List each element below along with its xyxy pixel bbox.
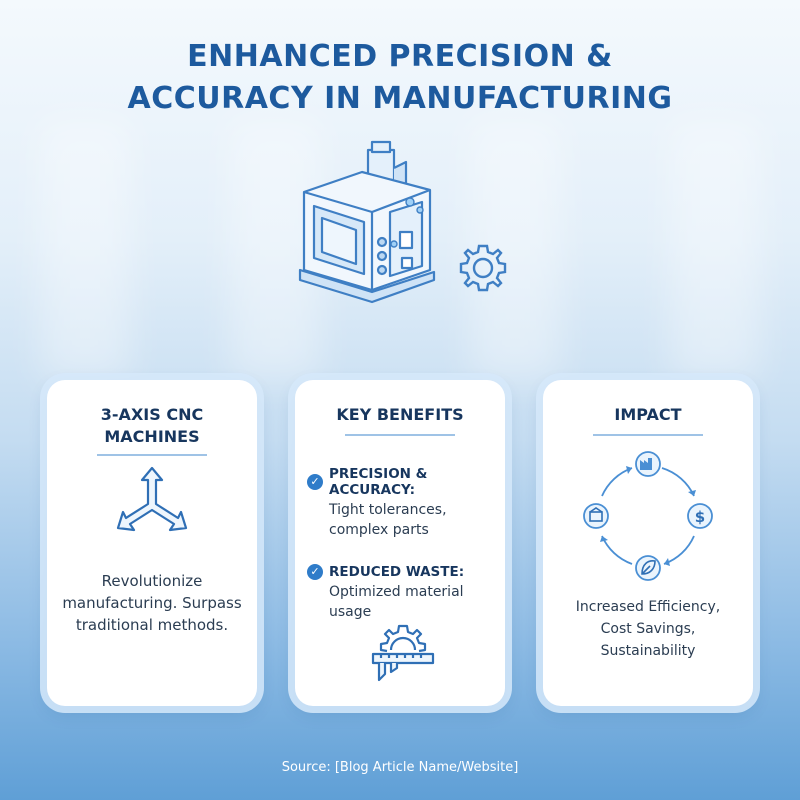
card-heading: KEY BENEFITS bbox=[336, 405, 464, 424]
source-citation: Source: [Blog Article Name/Website] bbox=[281, 760, 519, 775]
check-icon: ✓ bbox=[307, 564, 323, 580]
impact-cycle: $ bbox=[583, 451, 713, 581]
card-heading: IMPACT bbox=[614, 405, 682, 424]
page-title: ENHANCED PRECISION & ACCURACY IN MANUFAC… bbox=[0, 36, 800, 120]
card-cnc-machines: 3-AXIS CNC MACHINES Revolutionize manufa… bbox=[47, 380, 257, 706]
card-key-benefits: KEY BENEFITS ✓ PRECISION & ACCURACY: Tig… bbox=[295, 380, 505, 706]
heading-divider bbox=[593, 434, 703, 436]
factory-icon bbox=[635, 451, 661, 477]
card-heading: 3-AXIS CNC MACHINES bbox=[100, 405, 204, 446]
card-description: Revolutionize manufacturing. Surpass tra… bbox=[62, 572, 242, 634]
title-line-1: ENHANCED PRECISION & bbox=[187, 39, 613, 74]
three-axis-arrows-icon bbox=[116, 466, 188, 532]
card-impact: IMPACT $ bbox=[543, 380, 753, 706]
title-line-2: ACCURACY IN MANUFACTURING bbox=[127, 81, 673, 116]
cnc-machine-icon bbox=[298, 140, 436, 304]
gear-icon bbox=[459, 244, 507, 292]
benefit-item: ✓ REDUCED WASTE: Optimized material usag… bbox=[307, 564, 503, 622]
leaf-icon bbox=[635, 555, 661, 581]
check-icon: ✓ bbox=[307, 474, 323, 490]
caliper-gear-icon bbox=[371, 624, 435, 682]
inventory-icon bbox=[583, 503, 609, 529]
dollar-icon: $ bbox=[687, 503, 713, 529]
card-description: Increased Efficiency, Cost Savings, Sust… bbox=[575, 599, 721, 659]
heading-divider bbox=[345, 434, 455, 436]
benefit-item: ✓ PRECISION & ACCURACY: Tight tolerances… bbox=[307, 466, 503, 540]
heading-divider bbox=[97, 454, 207, 456]
svg-text:$: $ bbox=[695, 508, 705, 526]
